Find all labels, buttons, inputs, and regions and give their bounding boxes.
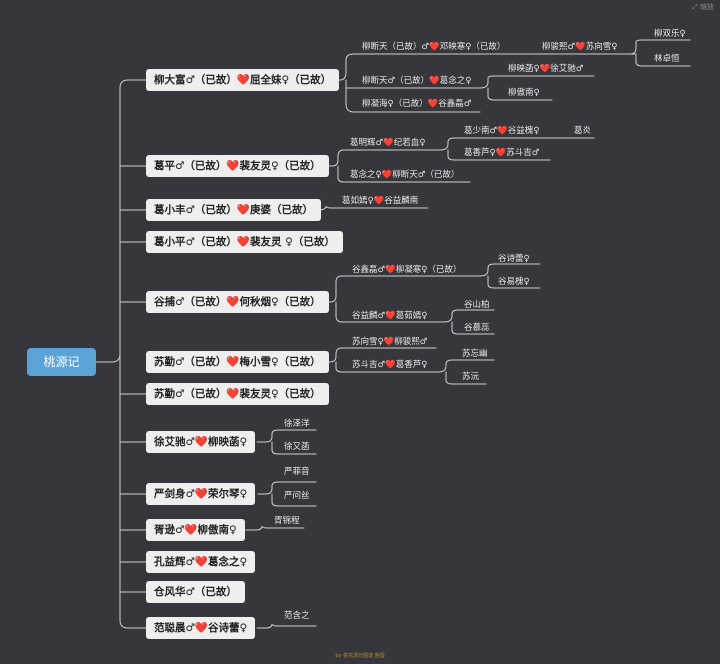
family-gu-bu[interactable]: 谷捕♂（已故）❤️何秋烟♀（已故）: [146, 291, 329, 313]
family-yan-jianshen[interactable]: 严剑身♂❤️荣尔琴♀: [146, 483, 256, 505]
grandchild-gu-shanbai[interactable]: 谷山柏: [464, 300, 490, 310]
grandchild-liu-aonan[interactable]: 柳傲南♀: [508, 88, 540, 98]
child-ge-nianzhi[interactable]: 葛念之♀❤️柳断天♂（已故）: [350, 170, 460, 180]
family-ge-xiaoping[interactable]: 葛小平♂（已故）❤️裴友灵 ♀（已故）: [146, 231, 343, 253]
greatgrandchild-ge-yan[interactable]: 葛炎: [574, 126, 592, 136]
grandchild-gu-shilei[interactable]: 谷诗蕾♀: [498, 254, 530, 264]
family-liu-dafu[interactable]: 柳大富♂（已故）❤️屈全妹♀（已故）: [146, 69, 340, 91]
child-liu-ninghai[interactable]: 柳凝海♀（已故）❤️谷鑫磊♂: [362, 99, 472, 109]
child-yan-wensi[interactable]: 严问丝: [284, 491, 310, 501]
grandchild-ge-xianglu[interactable]: 葛香芦♀❤️苏斗吉♂: [464, 148, 540, 158]
child-xu-jincheng[interactable]: 胥锦程: [274, 516, 300, 526]
family-su-qin-mei[interactable]: 苏勤♂（已故）❤️梅小雪♀（已故）: [146, 351, 329, 373]
family-xu-xun[interactable]: 胥逊♂❤️柳傲南♀: [146, 519, 245, 541]
child-ge-minghui[interactable]: 葛明辉♂❤️纪若血♀: [350, 138, 426, 148]
family-ge-ping[interactable]: 葛平♂（已故）❤️裴友灵♀（已故）: [146, 155, 329, 177]
grandchild-liu-yinghan[interactable]: 柳映菡♀❤️徐艾驰♂: [508, 64, 584, 74]
child-yan-feiyin[interactable]: 严菲音: [284, 467, 310, 477]
family-fan-congchen[interactable]: 范聪晨♂❤️谷诗蕾♀: [146, 617, 256, 639]
footer-watermark: by 桃花源记图谱 整理: [335, 653, 385, 659]
zoom-button[interactable]: ⤢ 缩放: [692, 3, 714, 11]
family-kong-yihui[interactable]: 孔益辉♂❤️葛念之♀: [146, 551, 256, 573]
child-su-douji[interactable]: 苏斗吉♂❤️葛香芦♀: [352, 360, 428, 370]
child-xu-youhan[interactable]: 徐又菡: [284, 442, 310, 452]
child-xu-zeyang[interactable]: 徐泽洋: [284, 419, 310, 429]
family-cang-fenghua[interactable]: 仓风华♂（已故）: [146, 581, 245, 603]
greatgrandchild-liu-shuangle[interactable]: 柳双乐♀: [654, 29, 686, 39]
family-su-qin-pei[interactable]: 苏勤♂（已故）❤️裴友灵♀（已故）: [146, 383, 329, 405]
greatgrandchild-lin-zhuoheng[interactable]: 林卓恒: [654, 54, 680, 64]
root-topic[interactable]: 桃源记: [27, 348, 96, 376]
grandchild-liu-junxi[interactable]: 柳骏熙♂❤️苏向雪♀: [542, 42, 618, 52]
grandchild-su-wangyou[interactable]: 苏忘幽: [462, 349, 488, 359]
grandchild-ge-shaonan[interactable]: 葛少南♂❤️谷益槐♀: [464, 126, 540, 136]
child-fan-hanzhi[interactable]: 范含之: [284, 611, 310, 621]
family-ge-xiaofeng[interactable]: 葛小丰♂（已故）❤️庚婆（已故）: [146, 199, 321, 221]
grandchild-gu-murui[interactable]: 谷慕蕊: [464, 323, 490, 333]
child-gu-yilin[interactable]: 谷益麟♂❤️葛茹嫣♀: [352, 311, 428, 321]
child-ge-ruyan[interactable]: 葛如嫣♀❤️谷益麟南: [342, 196, 419, 206]
family-xu-aichi[interactable]: 徐艾驰♂❤️柳映菡♀: [146, 431, 256, 453]
grandchild-gu-yihuai[interactable]: 谷易槐♀: [498, 277, 530, 287]
grandchild-su-yuan[interactable]: 苏沅: [462, 372, 480, 382]
child-gu-xinlei[interactable]: 谷鑫磊♂❤️柳凝寒♀（已故）: [352, 265, 462, 275]
child-liu-duantian-2[interactable]: 柳断天♂（已故）❤️葛念之♀: [362, 76, 472, 86]
child-su-xiangxue[interactable]: 苏向雪♀❤️柳骏熙♂: [352, 337, 428, 347]
child-liu-duantian-1[interactable]: 柳断天（已故）♂❤️邓映寒♀（已故）: [362, 42, 506, 52]
